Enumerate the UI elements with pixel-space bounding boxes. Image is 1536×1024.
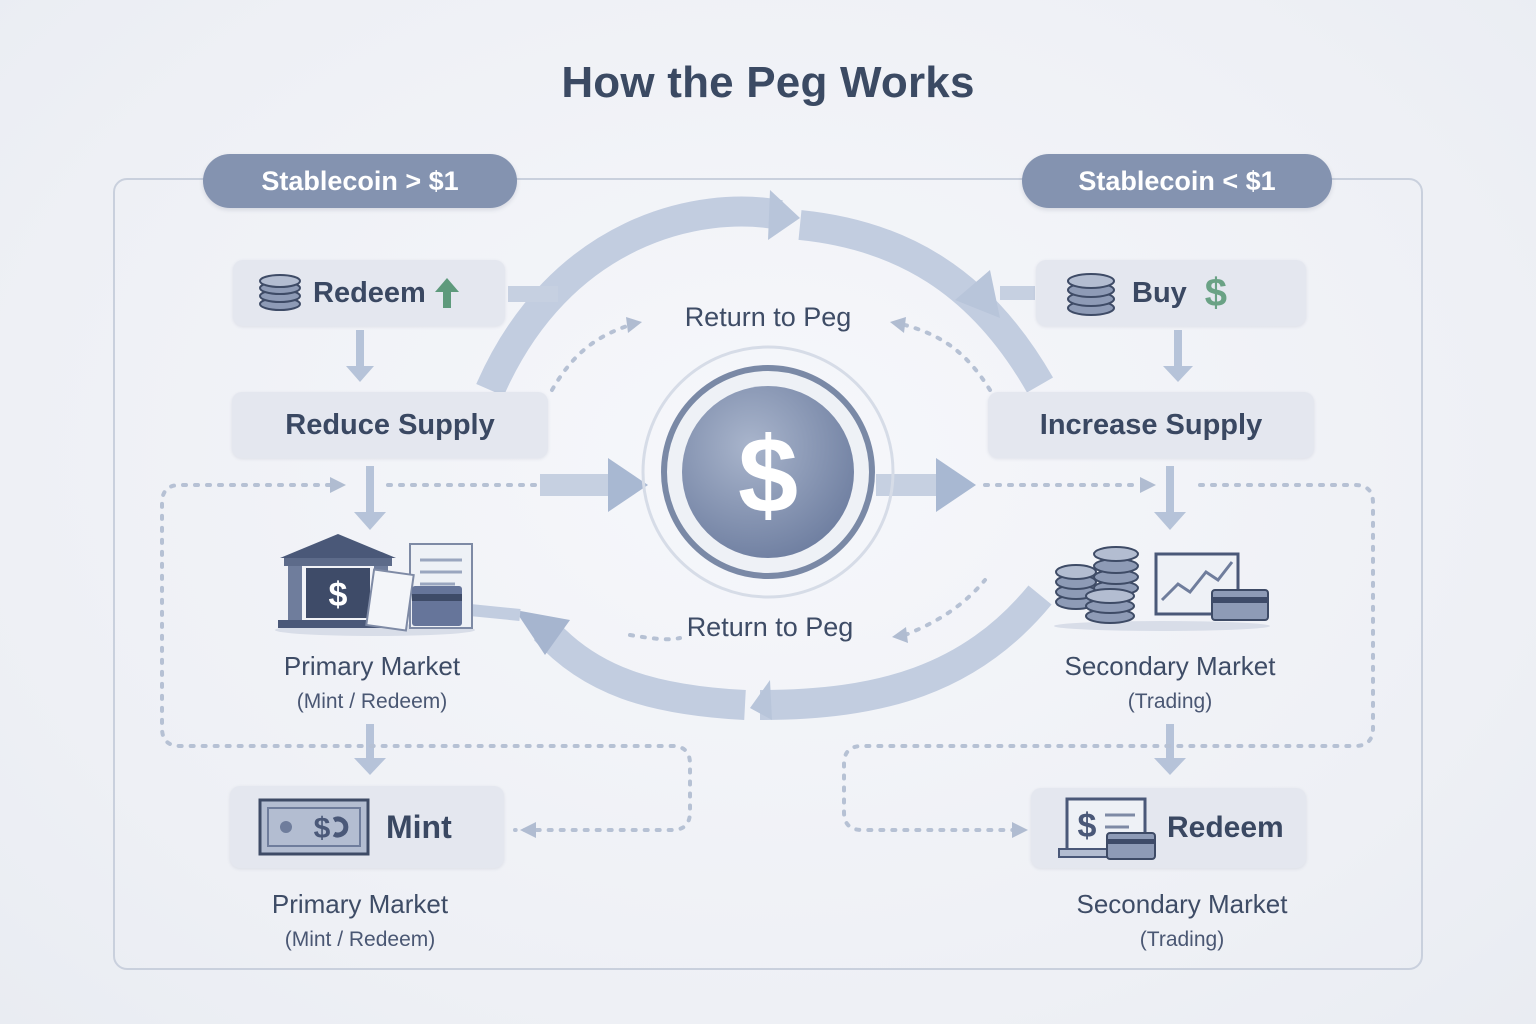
trading-icon <box>1054 546 1270 631</box>
primary-market-subtitle: (Mint / Redeem) <box>296 690 448 713</box>
secondary-market-label: Secondary Market (Trading) <box>1010 651 1330 714</box>
coin-dollar-sign: $ <box>738 414 798 535</box>
primary-market-bottom-title: Primary Market <box>271 889 449 919</box>
buy-label: Buy <box>1132 276 1187 309</box>
return-to-peg-top: Return to Peg <box>684 302 852 332</box>
secondary-market-bottom-subtitle: (Trading) <box>1139 928 1225 951</box>
bottom-arc-arrow-left <box>533 619 746 720</box>
return-to-peg-bottom: Return to Peg <box>686 612 854 642</box>
right-horizontal-arrow-shaft <box>876 474 938 496</box>
top-arc-arrowhead-2 <box>955 270 1000 318</box>
coin-face <box>682 386 854 558</box>
top-arc-arrow <box>476 196 783 397</box>
svg-text:$: $ <box>314 812 331 845</box>
down-arrows <box>346 330 1193 775</box>
badge-below-peg: Stablecoin < $1 <box>1022 154 1332 208</box>
primary-market-bottom-subtitle: (Mint / Redeem) <box>284 928 436 951</box>
secondary-market-subtitle: (Trading) <box>1127 690 1213 713</box>
buy-link-bar <box>1000 286 1035 300</box>
dotted-arrowheads <box>330 317 1156 838</box>
redeem-bottom-action-box: $ Redeem <box>1031 788 1306 868</box>
bank-icon: $ <box>275 534 475 636</box>
right-horizontal-arrowhead <box>936 458 976 512</box>
left-horizontal-arrow-shaft <box>540 474 612 496</box>
coin-stack-icon <box>259 274 301 311</box>
redeem-label: Redeem <box>313 276 426 309</box>
increase-supply-box: Increase Supply <box>988 392 1314 458</box>
redeem-link-bar <box>508 286 558 302</box>
secondary-market-title: Secondary Market <box>1064 651 1276 681</box>
secondary-market-bottom-label: Secondary Market (Trading) <box>1022 889 1342 952</box>
left-to-arc-link <box>469 604 521 621</box>
diagram-frame <box>113 178 1423 970</box>
up-arrow-icon <box>434 278 459 308</box>
dollar-green-icon: $ <box>1204 270 1228 315</box>
banknote-icon: $ <box>258 798 370 856</box>
dotted-connectors <box>160 323 1375 832</box>
bottom-arc-arrowhead-2 <box>515 610 570 655</box>
primary-market-bottom-label: Primary Market (Mint / Redeem) <box>200 889 520 952</box>
badge-above-peg: Stablecoin > $1 <box>203 154 517 208</box>
primary-market-title: Primary Market <box>283 651 461 681</box>
bottom-arc-arrow <box>759 585 1052 720</box>
redeem-bottom-label: Redeem <box>1167 811 1284 844</box>
top-arc-arrowhead-1 <box>768 190 800 240</box>
secondary-market-bottom-title: Secondary Market <box>1076 889 1288 919</box>
diagram-title: How the Peg Works <box>561 58 975 107</box>
left-horizontal-arrowhead <box>608 458 648 512</box>
buy-action-box: Buy $ <box>1036 260 1306 326</box>
reduce-supply-box: Reduce Supply <box>232 392 548 458</box>
svg-text:$: $ <box>1078 807 1097 845</box>
coin-stack-icon <box>1067 273 1115 316</box>
mint-label: Mint <box>386 808 452 845</box>
svg-text:$: $ <box>329 576 348 614</box>
redeem-action-box: Redeem <box>233 260 505 326</box>
bottom-arc-arrowhead-1 <box>750 680 772 720</box>
top-arc-arrow-right <box>798 210 1054 393</box>
primary-market-label: Primary Market (Mint / Redeem) <box>212 651 532 714</box>
mint-action-box: $ Mint <box>230 786 504 868</box>
coin-outer-ring <box>641 345 895 599</box>
invoice-card-icon: $ <box>1058 797 1156 860</box>
